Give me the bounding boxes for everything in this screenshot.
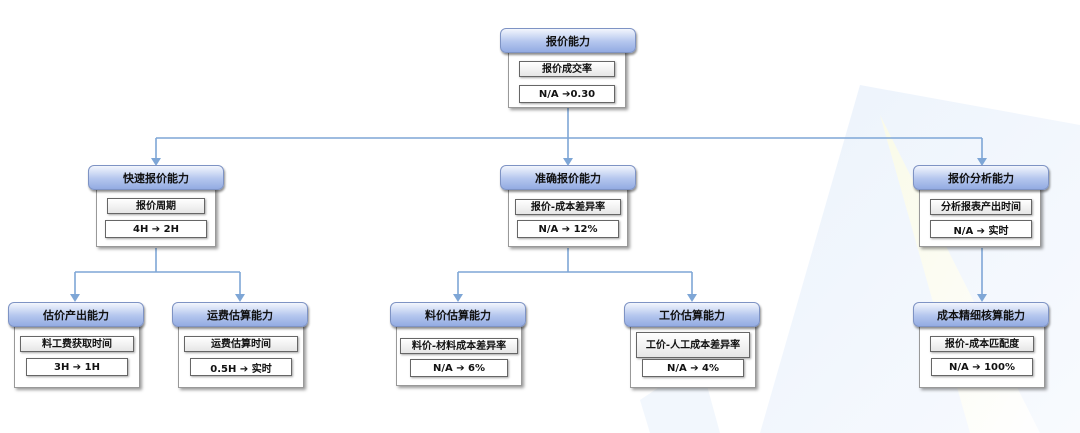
- node-panel: [508, 187, 628, 247]
- metric-value: N/A ➔ 4%: [642, 359, 744, 377]
- metric-value: N/A ➔ 100%: [931, 358, 1033, 376]
- node-panel: [919, 324, 1045, 388]
- metric-value: N/A ➔ 12%: [517, 220, 619, 238]
- node-title: 报价能力: [500, 28, 636, 53]
- metric-value: 3H ➔ 1H: [26, 358, 128, 376]
- node-title: 报价分析能力: [913, 165, 1049, 190]
- node-title: 快速报价能力: [88, 165, 224, 190]
- metric-label: 报价成交率: [519, 61, 615, 77]
- metric-value: N/A ➔ 6%: [410, 359, 508, 377]
- metric-value: 4H ➔ 2H: [105, 220, 207, 238]
- metric-label: 料价-材料成本差异率: [400, 338, 518, 354]
- node-title: 估价产出能力: [8, 302, 144, 327]
- metric-label: 运费估算时间: [184, 336, 298, 352]
- node-panel: [919, 187, 1041, 247]
- metric-value: N/A ➔ 实时: [930, 220, 1032, 238]
- node-panel: [96, 187, 216, 247]
- node-title: 准确报价能力: [500, 165, 636, 190]
- node-title: 成本精细核算能力: [913, 302, 1049, 327]
- node-title: 料价估算能力: [390, 302, 526, 327]
- node-title: 运费估算能力: [172, 302, 308, 327]
- node-title: 工价估算能力: [624, 302, 760, 327]
- node-panel: [178, 324, 304, 388]
- metric-label: 料工费获取时间: [20, 336, 134, 352]
- metric-label: 报价-成本差异率: [515, 199, 621, 215]
- metric-label: 报价周期: [107, 198, 205, 214]
- node-panel: [14, 324, 140, 388]
- metric-label: 工价-人工成本差异率: [636, 332, 750, 358]
- metric-label: 分析报表产出时间: [930, 199, 1032, 215]
- metric-value: N/A ➔0.30: [519, 85, 615, 103]
- metric-label: 报价-成本匹配度: [930, 336, 1034, 352]
- metric-value: 0.5H ➔ 实时: [190, 358, 292, 376]
